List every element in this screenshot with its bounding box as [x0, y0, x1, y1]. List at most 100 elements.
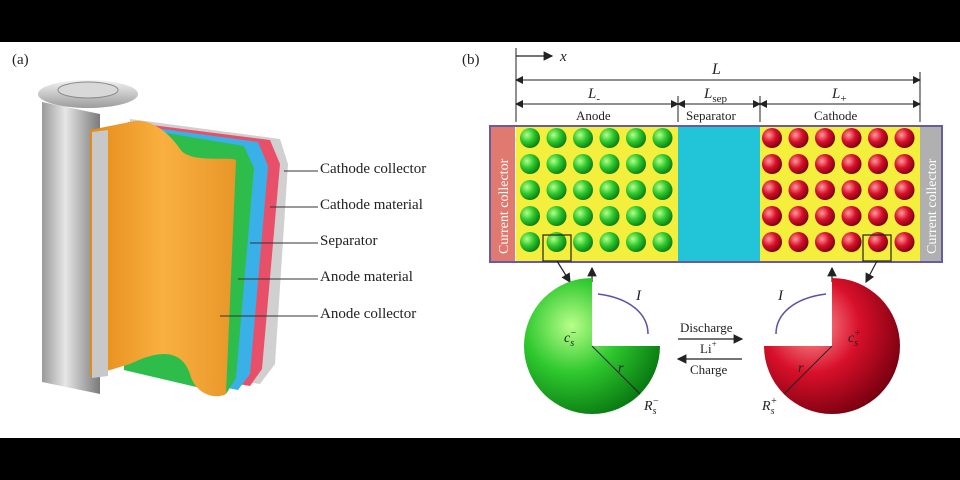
anode-particle: [546, 206, 567, 226]
cathode-particle: [894, 206, 915, 226]
p2d-model-diagram: x L L- Lsep L+ Anode Separator Cathode C…: [489, 48, 943, 417]
anode-particle: [520, 180, 540, 200]
anode-particle: [546, 232, 567, 252]
cathode-particle: [762, 232, 782, 252]
cathode-particle: [841, 232, 862, 252]
cathode-particle: [841, 154, 862, 174]
anode-particle: [573, 128, 593, 148]
label-cathode-material: Cathode material: [320, 197, 423, 213]
anode-label: Anode: [576, 108, 611, 123]
anode-particle: [626, 180, 646, 200]
ion-label: Li+: [700, 339, 717, 356]
cell-outline: [489, 125, 943, 263]
anode-particle-radius-label: Rs−: [643, 396, 659, 417]
x-axis-label: x: [559, 49, 567, 65]
panel-a-label: (a): [12, 52, 29, 68]
anode-particle: [546, 154, 567, 174]
anode-particle: [626, 232, 646, 252]
discharge-label: Discharge: [680, 320, 733, 335]
cathode-particle: [788, 232, 809, 252]
cathode-particle: [815, 232, 835, 252]
anode-concentration-label: cs−: [564, 328, 577, 349]
charge-label: Charge: [690, 362, 728, 377]
can-wall: [42, 102, 100, 394]
cathode-particle: [894, 154, 915, 174]
battery-cutaway-illustration: [38, 80, 288, 397]
cathode-particle: [841, 206, 862, 226]
leader-lines: [220, 170, 318, 317]
separator-region: [678, 127, 760, 261]
anode-particle: [520, 128, 540, 148]
cathode-radius-label: r: [798, 361, 804, 376]
left-current-collector: [491, 127, 515, 261]
anode-particle: [599, 232, 620, 252]
anode-particle: [546, 128, 567, 148]
anode-current-curve: [597, 293, 649, 335]
cathode-particle: [894, 180, 915, 200]
right-collector-label: Current collector: [925, 158, 940, 254]
anode-particle: [652, 128, 673, 148]
cathode-particle: [762, 128, 782, 148]
anode-length-label: L-: [587, 86, 600, 105]
cathode-particle: [762, 154, 782, 174]
anode-particles: [520, 128, 673, 252]
anode-particle: [599, 206, 620, 226]
total-length-label: L: [711, 61, 721, 78]
anode-particle: [546, 180, 567, 200]
cathode-particle: [762, 206, 782, 226]
anode-particle: [520, 206, 540, 226]
separator-length-label: Lsep: [703, 86, 728, 105]
cathode-particle: [894, 128, 915, 148]
cathode-particle: [894, 232, 915, 252]
cathode-particle: [815, 154, 835, 174]
anode-particle: [520, 154, 540, 174]
anode-particle: [626, 154, 646, 174]
cathode-particle: [868, 206, 888, 226]
anode-radius-label: r: [618, 361, 624, 376]
cathode-particle: [815, 180, 835, 200]
panel-b-label: (b): [462, 52, 480, 68]
anode-particle: [626, 206, 646, 226]
anode-particle: [599, 180, 620, 200]
cathode-particle: [788, 154, 809, 174]
right-current-collector: [920, 127, 941, 261]
anode-particle: [573, 180, 593, 200]
cathode-particle: [868, 232, 888, 252]
anode-particle: [573, 206, 593, 226]
cathode-particle: [841, 128, 862, 148]
cathode-particle: [841, 180, 862, 200]
cathode-concentration-label: cs+: [848, 328, 861, 349]
cathode-particle: [788, 180, 809, 200]
cathode-region: [760, 127, 920, 261]
label-anode-collector: Anode collector: [320, 306, 417, 322]
cathode-particles: [762, 128, 915, 252]
separator-label: Separator: [686, 108, 736, 123]
anode-particle: [652, 154, 673, 174]
label-anode-material: Anode material: [320, 269, 413, 285]
anode-particle: [599, 154, 620, 174]
anode-particle: [652, 232, 673, 252]
label-cathode-collector: Cathode collector: [320, 161, 427, 177]
cathode-particle: [868, 180, 888, 200]
anode-particle: [599, 128, 620, 148]
cathode-length-label: L+: [831, 86, 847, 105]
cathode-label: Cathode: [814, 108, 858, 123]
cathode-current-curve: [775, 293, 827, 335]
layer-anode-collector: [90, 120, 236, 397]
cathode-particle: [762, 180, 782, 200]
anode-particle: [573, 154, 593, 174]
cathode-particle: [788, 128, 809, 148]
anode-particle: [626, 128, 646, 148]
anode-particle: [520, 232, 540, 252]
anode-current-label: I: [635, 288, 642, 304]
cathode-particle: [868, 128, 888, 148]
anode-particle: [573, 232, 593, 252]
cathode-particle-radius-label: Rs+: [761, 396, 777, 417]
anode-particle: [652, 206, 673, 226]
anode-particle: [652, 180, 673, 200]
cathode-particle: [788, 206, 809, 226]
cathode-current-label: I: [777, 288, 784, 304]
left-collector-label: Current collector: [497, 158, 512, 254]
label-separator: Separator: [320, 233, 378, 249]
cathode-particle: [868, 154, 888, 174]
